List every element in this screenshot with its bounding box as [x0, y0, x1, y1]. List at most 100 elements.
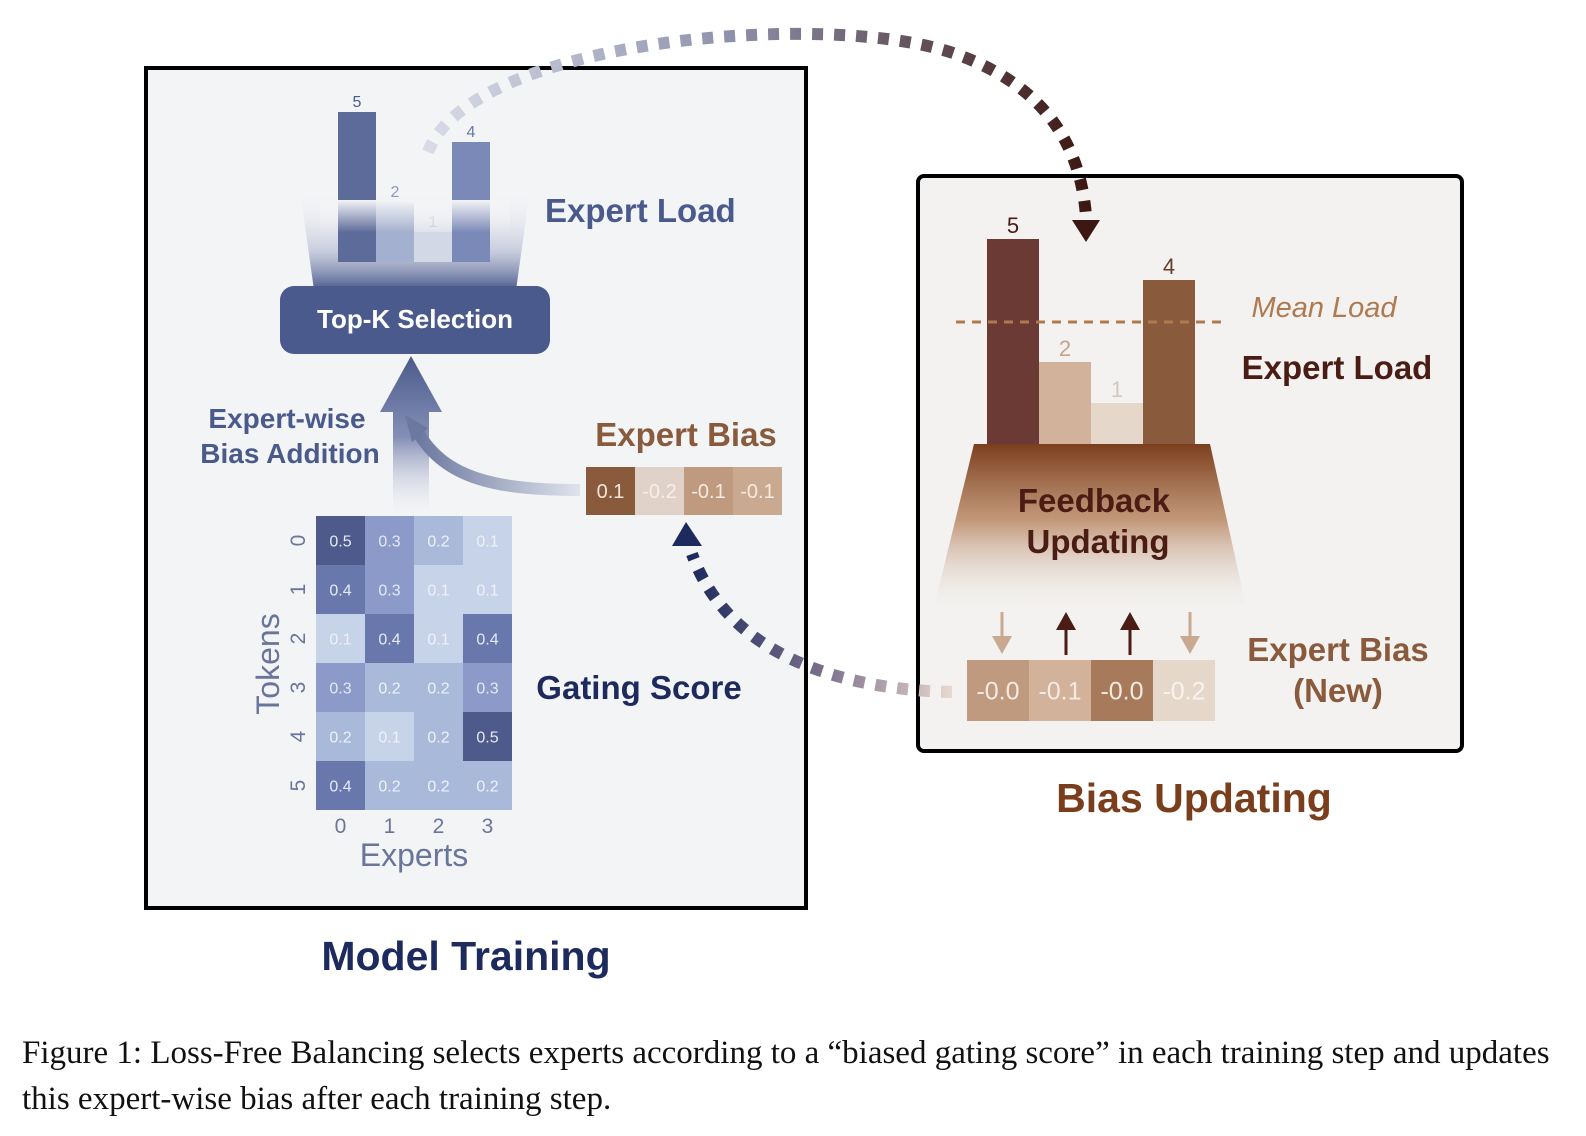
bias-update-arrows	[992, 612, 1200, 655]
right-expert-load-title: Expert Load	[1242, 349, 1433, 386]
heatmap-col-label: 1	[384, 815, 396, 838]
right-load-bar	[1091, 403, 1143, 444]
heatmap-cell	[463, 565, 512, 614]
mean-load-label: Mean Load	[1251, 292, 1397, 324]
heatmap-cell	[463, 516, 512, 565]
topk-selection-box	[280, 286, 550, 354]
experts-axis-label: Experts	[360, 837, 468, 873]
topk-selection-label: Top-K Selection	[317, 304, 513, 334]
heatmap-value: 0.3	[329, 681, 351, 698]
bias-curve-arrow	[412, 428, 581, 496]
new-bias-value: -0.0	[1100, 678, 1143, 706]
heatmap-cell	[316, 663, 365, 712]
heatmap-cell	[316, 712, 365, 761]
model-training-title: Model Training	[321, 933, 610, 979]
heatmap-cell	[316, 614, 365, 663]
left-load-value: 2	[391, 184, 400, 201]
heatmap-value: 0.2	[427, 681, 449, 698]
left-bias-value: -0.1	[691, 481, 725, 503]
right-load-bar	[1039, 362, 1091, 444]
heatmap-value: 0.2	[476, 779, 498, 796]
new-bias-value: -0.0	[976, 678, 1019, 706]
new-bias-value: -0.1	[1038, 678, 1081, 706]
heatmap-cell	[414, 614, 463, 663]
heatmap-value: 0.4	[329, 779, 351, 796]
heatmap-value: 0.2	[378, 779, 400, 796]
left-bias-value: -0.1	[740, 481, 774, 503]
left-expert-bias-title: Expert Bias	[595, 416, 777, 453]
heatmap-col-label: 3	[482, 815, 494, 838]
bias-updating-title: Bias Updating	[1056, 775, 1332, 821]
heatmap-cell	[365, 663, 414, 712]
heatmap-value: 0.2	[427, 730, 449, 747]
heatmap-cell	[316, 761, 365, 810]
bias-addition-label-1: Expert-wise	[208, 403, 365, 434]
heatmap-value: 0.2	[427, 779, 449, 796]
heatmap-row-label: 4	[287, 730, 310, 742]
heatmap-cell	[365, 516, 414, 565]
heatmap-row-label: 0	[287, 535, 310, 547]
heatmap-cell	[316, 565, 365, 614]
bias-feedback-dotted-arrow	[686, 551, 953, 698]
arrow-up-icon	[1120, 612, 1140, 630]
new-bias-title-2: (New)	[1293, 672, 1383, 709]
feedback-label-1: Feedback	[1018, 482, 1171, 519]
left-load-value: 4	[467, 124, 476, 141]
heatmap-cell	[365, 565, 414, 614]
left-bias-cell	[635, 467, 684, 515]
heatmap-row-label: 3	[287, 682, 310, 694]
heatmap-value: 0.1	[329, 632, 351, 649]
left-bias-cell	[733, 467, 782, 515]
heatmap-row-label: 2	[287, 633, 310, 645]
heatmap-cell	[365, 761, 414, 810]
heatmap-value: 0.4	[329, 583, 351, 600]
feedback-label-2: Updating	[1027, 523, 1170, 560]
new-bias-cell	[967, 660, 1029, 721]
new-bias-cell	[1153, 660, 1215, 721]
heatmap-cell	[365, 712, 414, 761]
right-load-bar	[1143, 280, 1195, 444]
arrow-down-icon	[1180, 636, 1200, 654]
heatmap-cell	[463, 761, 512, 810]
new-bias-value: -0.2	[1162, 678, 1205, 706]
heatmap-row-label: 1	[287, 584, 310, 596]
heatmap-cell	[365, 614, 414, 663]
arrow-up-icon	[1056, 612, 1076, 630]
heatmap-cell	[414, 516, 463, 565]
bias-addition-label-2: Bias Addition	[200, 438, 379, 469]
right-load-bar	[987, 239, 1039, 444]
heatmap-cell	[463, 712, 512, 761]
bar-fade	[320, 200, 510, 265]
heatmap-cell	[463, 663, 512, 712]
heatmap-cell	[414, 663, 463, 712]
heatmap-value: 0.1	[476, 534, 498, 551]
arrow-down-icon	[992, 636, 1012, 654]
bias-curve-arrowhead	[405, 415, 428, 442]
heatmap-cell	[414, 565, 463, 614]
heatmap-value: 0.1	[427, 632, 449, 649]
right-load-value: 4	[1163, 254, 1175, 279]
right-load-value: 5	[1007, 213, 1019, 238]
heatmap-value: 0.2	[378, 681, 400, 698]
left-bias-cell	[586, 467, 635, 515]
heatmap-value: 0.1	[427, 583, 449, 600]
heatmap-value: 0.5	[476, 730, 498, 747]
heatmap-value: 0.5	[329, 534, 351, 551]
heatmap-value: 0.3	[378, 583, 400, 600]
left-bias-cell	[684, 467, 733, 515]
heatmap-cell	[316, 516, 365, 565]
heatmap-value: 0.2	[427, 534, 449, 551]
heatmap-value: 0.1	[476, 583, 498, 600]
heatmap-row-label: 5	[287, 780, 310, 792]
bias-feedback-arrowhead	[672, 522, 702, 546]
left-load-value: 5	[353, 94, 362, 111]
right-load-value: 2	[1059, 336, 1071, 361]
heatmap-value: 0.4	[378, 632, 400, 649]
new-bias-cell	[1091, 660, 1153, 721]
heatmap-cell	[463, 614, 512, 663]
